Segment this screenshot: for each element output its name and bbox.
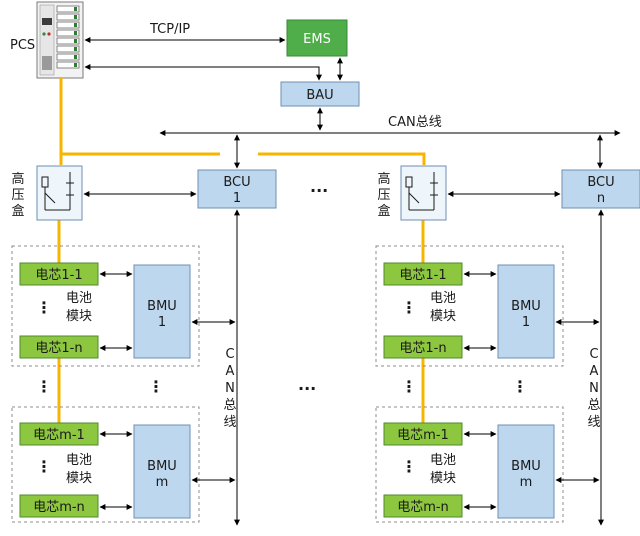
battery-module-label: 电池 — [66, 291, 92, 306]
hv-box-1-label-char: 盒 — [11, 203, 24, 219]
cell-1-1-label: 电芯1-1 — [35, 268, 82, 283]
cell-1-1-box — [19, 262, 99, 286]
can-vertical-1-char: N — [225, 381, 235, 396]
bmu-1-index-n: 1 — [522, 315, 530, 330]
battery-module-m-frame-n — [375, 406, 564, 523]
battery-module-label: 模块 — [66, 309, 92, 324]
can-vertical-n-char: C — [589, 347, 598, 362]
cell-1-n-box-n — [383, 335, 463, 359]
can-vertical-1-char: 总 — [223, 398, 236, 413]
bmu-dots: ⋮ — [148, 377, 164, 396]
middle-dots-top: ... — [310, 177, 328, 196]
pcs-label: PCS — [10, 38, 35, 53]
can-vertical-1-char: A — [226, 364, 235, 379]
bmu-1-box — [133, 264, 191, 359]
cells-dots: ⋮ — [36, 298, 52, 317]
modules-dots: ⋮ — [401, 377, 417, 396]
battery-module-label: 电池 — [430, 453, 456, 468]
cell-m-n-box-n — [383, 494, 463, 518]
battery-module-label: 电池 — [430, 291, 456, 306]
bmu-1-label-n: BMU — [511, 299, 541, 314]
cells-dots: ⋮ — [401, 457, 417, 476]
cell-1-n-label: 电芯1-n — [35, 341, 82, 356]
cell-1-1-box-n — [383, 262, 463, 286]
battery-module-label: 电池 — [66, 453, 92, 468]
pcs-bau-link — [84, 64, 322, 81]
ems-box — [286, 19, 348, 57]
power-line-right — [258, 152, 426, 165]
bcu-1-index: 1 — [233, 191, 241, 206]
hv-box-2-label-char: 高 — [377, 171, 390, 187]
hv-box-2-label-char: 压 — [377, 188, 390, 203]
battery-module-label: 模块 — [430, 309, 456, 324]
power-line-left — [59, 78, 220, 156]
bau-label: BAU — [306, 88, 333, 103]
hv-box-1-label-char: 高 — [11, 171, 24, 187]
cells-dots: ⋮ — [36, 457, 52, 476]
cell-m-1-box-n — [383, 422, 463, 446]
cell-m-n-box — [19, 494, 99, 518]
can-vertical-n-char: N — [589, 381, 599, 396]
bmu-1-box-n — [497, 264, 555, 359]
hv-box-1 — [36, 165, 83, 221]
cell-m-n-label: 电芯m-n — [33, 500, 85, 515]
bmu-m-index: m — [156, 475, 169, 490]
battery-module-1-frame-n — [375, 245, 564, 367]
bcu-n-box — [561, 169, 640, 209]
bmu-m-box-n — [497, 424, 555, 519]
middle-dots-bottom: ... — [298, 375, 316, 394]
bmu-m-box — [133, 424, 191, 519]
can-vertical-n-char: 总 — [587, 398, 600, 413]
bcu-1-box — [197, 169, 277, 209]
bmu-1-label: BMU — [147, 299, 177, 314]
bmu-m-index-n: m — [520, 475, 533, 490]
tcpip-label: TCP/IP — [149, 22, 190, 37]
cell-m-1-label: 电芯m-1 — [33, 428, 85, 443]
cell-1-n-box — [19, 335, 99, 359]
battery-module-label: 模块 — [66, 471, 92, 486]
battery-module-1-frame — [11, 245, 200, 367]
can-vertical-n-char: 线 — [587, 415, 600, 430]
bmu-1-index: 1 — [158, 315, 166, 330]
hv-box-2-label-char: 盒 — [377, 203, 390, 219]
bmu-dots: ⋮ — [512, 377, 528, 396]
cell-m-1-box — [19, 422, 99, 446]
bcu-1-label: BCU — [223, 175, 250, 190]
pcs-cabinet-icon — [36, 1, 84, 79]
can-vertical-1-char: 线 — [223, 415, 236, 430]
ems-label: EMS — [303, 32, 331, 47]
battery-module-label: 模块 — [430, 471, 456, 486]
cell-1-1-label-n: 电芯1-1 — [399, 268, 446, 283]
bcu-n-label: BCU — [587, 175, 614, 190]
bmu-m-label: BMU — [147, 459, 177, 474]
hv-box-2 — [400, 165, 447, 221]
modules-dots: ⋮ — [36, 377, 52, 396]
hv-box-1-label-char: 压 — [11, 188, 24, 203]
can-vertical-n-char: A — [590, 364, 599, 379]
bcu-n-index: n — [597, 191, 605, 206]
cell-m-1-label-n: 电芯m-1 — [397, 428, 449, 443]
cell-1-n-label-n: 电芯1-n — [399, 341, 446, 356]
can-bus-label: CAN总线 — [388, 115, 442, 130]
bmu-m-label-n: BMU — [511, 459, 541, 474]
battery-module-m-frame — [11, 406, 200, 523]
can-vertical-1-char: C — [225, 347, 234, 362]
bau-box — [280, 81, 360, 107]
cell-m-n-label-n: 电芯m-n — [397, 500, 449, 515]
cells-dots: ⋮ — [401, 298, 417, 317]
